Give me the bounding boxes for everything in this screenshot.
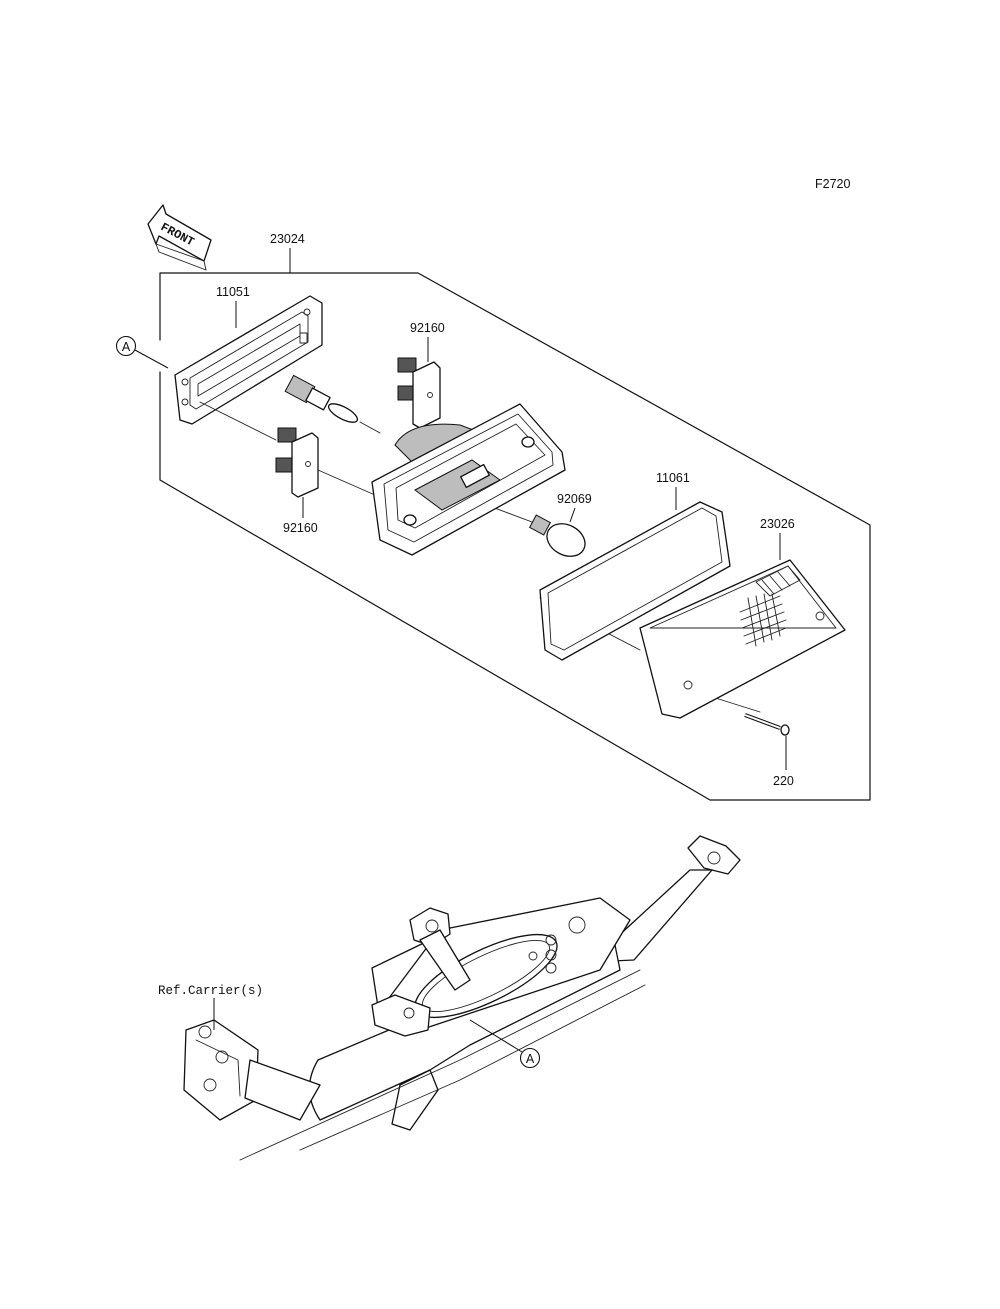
bulb-92069 <box>528 514 586 557</box>
svg-text:A: A <box>122 340 131 354</box>
lens-grid <box>739 593 787 647</box>
callout-a-bottom: A <box>469 1019 541 1069</box>
screw-220 <box>744 713 790 736</box>
socket-92160-upper <box>397 357 441 429</box>
assembly-outline <box>159 272 871 801</box>
label-socket-upper: 92160 <box>410 321 445 335</box>
socket-92160-lower <box>275 427 319 498</box>
gasket-11051 <box>174 295 323 425</box>
wire-connector <box>284 374 381 434</box>
carrier-frame <box>183 835 741 1161</box>
lamp-housing <box>371 403 566 556</box>
callout-a-top: A <box>115 335 169 369</box>
label-assembly: 23024 <box>270 232 305 246</box>
label-bulb: 92069 <box>557 492 592 506</box>
label-gasket-11051: 11051 <box>216 285 250 299</box>
lens-23026 <box>639 559 846 719</box>
label-lens: 23026 <box>760 517 795 531</box>
svg-text:A: A <box>526 1052 535 1066</box>
label-socket-lower: 92160 <box>283 521 318 535</box>
gasket-11061 <box>539 501 731 661</box>
front-arrow-icon: FRONT <box>147 204 212 271</box>
label-gasket-11061: 11061 <box>656 471 690 485</box>
ref-carrier-label: Ref.Carrier(s) <box>158 984 263 998</box>
figure-code: F2720 <box>815 177 850 191</box>
label-screw: 220 <box>773 774 794 788</box>
